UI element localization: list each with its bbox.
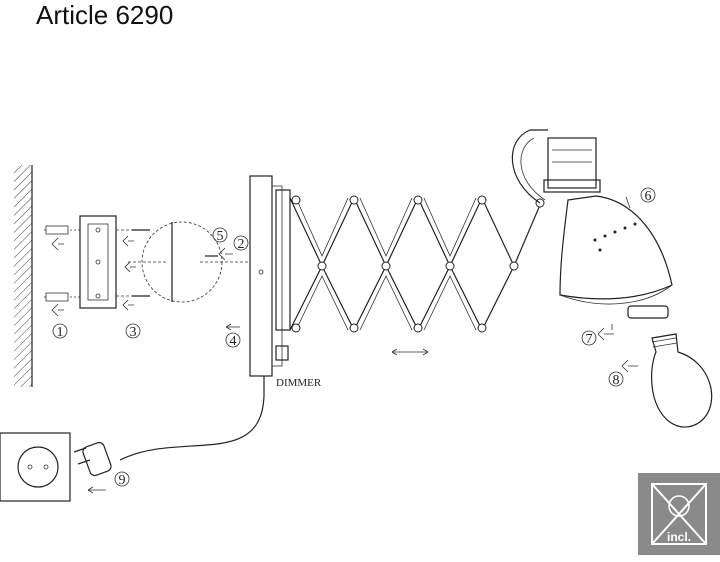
dimmer-label: DIMMER [276, 377, 322, 389]
step-2-label: 2 [238, 237, 245, 252]
step-labels: 1 2 3 4 5 6 7 8 9 [52, 187, 656, 488]
step-9-label: 9 [119, 473, 126, 488]
wall-socket [0, 432, 106, 502]
bulb-included-badge: incl. [638, 473, 720, 555]
step-5-label: 5 [217, 229, 224, 244]
step-7-label: 7 [586, 332, 593, 347]
step-8-label: 8 [613, 373, 620, 388]
scissor-arm [275, 189, 545, 356]
step-3-label: 3 [130, 325, 137, 340]
wall-plugs [44, 225, 80, 317]
page-title: Article 6290 [36, 0, 174, 30]
step-4-label: 4 [230, 334, 237, 349]
mounting-bracket [79, 215, 150, 311]
power-cable [73, 376, 265, 477]
step-6-label: 6 [645, 189, 652, 204]
wall [14, 165, 33, 387]
step-1-label: 1 [57, 325, 64, 340]
detail-zoom [128, 221, 250, 303]
lamp-base-plate [225, 175, 289, 377]
lamp-head [511, 129, 713, 428]
badge-text: incl. [667, 530, 691, 544]
